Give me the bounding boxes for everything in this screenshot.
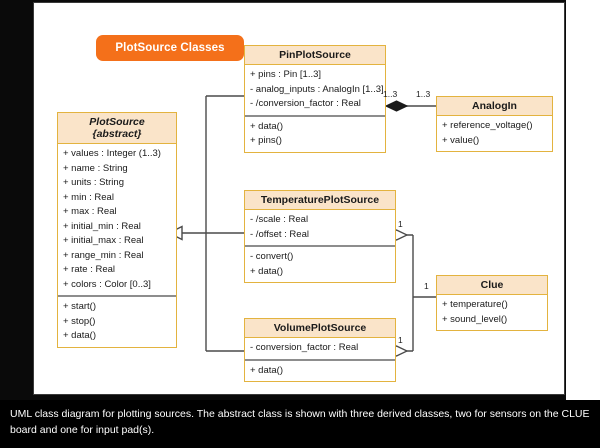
composition-diamond <box>384 100 409 112</box>
attribute-item: - /scale : Real <box>250 214 309 225</box>
operations-temperatureplotsource: - convert() + data() <box>245 245 395 282</box>
attribute-item: + rate : Real <box>63 264 116 275</box>
class-name-clue: Clue <box>480 279 504 291</box>
attributes-volumeplotsource: - conversion_factor : Real <box>245 338 395 359</box>
operation-item: + data() <box>250 265 284 277</box>
class-box-analogin[interactable]: AnalogIn + reference_voltage() + value() <box>436 96 553 152</box>
multiplicity-volume-source: 1 <box>398 335 403 345</box>
class-name-pinplotsource: PinPlotSource <box>279 49 351 61</box>
operation-item: + value() <box>442 134 480 146</box>
operation-item: + sound_level() <box>442 313 508 325</box>
uml-diagram-panel: PlotSource Classes PlotSource {abstract}… <box>33 2 565 395</box>
attribute-item: - conversion_factor : Real <box>250 342 359 353</box>
operations-pinplotsource: + data() + pins() <box>245 114 385 152</box>
class-box-volumeplotsource[interactable]: VolumePlotSource - conversion_factor : R… <box>244 318 396 382</box>
attribute-item: + units : String <box>63 177 124 188</box>
operation-item: + data() <box>250 120 284 132</box>
operation-item: + reference_voltage() <box>442 120 533 131</box>
class-box-pinplotsource[interactable]: PinPlotSource + pins : Pin [1..3] - anal… <box>244 45 386 153</box>
attribute-item: + max : Real <box>63 206 117 217</box>
multiplicity-temperature-source: 1 <box>398 219 403 229</box>
attributes-temperatureplotsource: - /scale : Real - /offset : Real <box>245 210 395 245</box>
multiplicity-clue-target: 1 <box>424 281 429 291</box>
class-box-clue[interactable]: Clue + temperature() + sound_level() <box>436 275 548 331</box>
attribute-item: + min : Real <box>63 191 114 203</box>
class-header-volumeplotsource: VolumePlotSource <box>245 319 395 338</box>
attribute-item: - /offset : Real <box>250 228 309 240</box>
page-margin-right <box>566 0 600 400</box>
attribute-item: + name : String <box>63 162 128 174</box>
class-header-temperatureplotsource: TemperaturePlotSource <box>245 191 395 210</box>
class-header-clue: Clue <box>437 276 547 295</box>
class-name-volumeplotsource: VolumePlotSource <box>273 322 367 334</box>
class-name-temperatureplotsource: TemperaturePlotSource <box>260 194 380 206</box>
class-header-pinplotsource: PinPlotSource <box>245 46 385 65</box>
operation-item: + start() <box>63 301 96 312</box>
operation-item: + pins() <box>250 135 282 146</box>
operation-item: - convert() <box>250 251 294 262</box>
class-header-plotsource: PlotSource {abstract} <box>58 113 176 144</box>
attribute-item: + pins : Pin [1..3] <box>250 69 322 80</box>
multiplicity-pin-target: 1..3 <box>416 89 431 99</box>
class-name-analogin: AnalogIn <box>472 100 517 112</box>
diagram-title-badge: PlotSource Classes <box>96 35 244 61</box>
figure-caption-text: UML class diagram for plotting sources. … <box>10 408 590 436</box>
multiplicity-pin-source: 1..3 <box>383 89 398 99</box>
operation-item: + stop() <box>63 315 96 327</box>
attribute-item: + initial_min : Real <box>63 220 141 232</box>
attributes-plotsource: + values : Integer (1..3) + name : Strin… <box>58 144 176 295</box>
attribute-item: - /conversion_factor : Real <box>250 98 361 109</box>
operations-volumeplotsource: + data() <box>245 358 395 382</box>
attribute-item: + values : Integer (1..3) <box>63 148 161 159</box>
operations-plotsource: + start() + stop() + data() <box>58 295 176 347</box>
class-header-analogin: AnalogIn <box>437 97 552 116</box>
operation-item: + data() <box>63 330 97 341</box>
operations-clue: + temperature() + sound_level() <box>437 295 547 330</box>
attribute-item: + colors : Color [0..3] <box>63 278 151 290</box>
diagram-title-label: PlotSource Classes <box>115 42 225 54</box>
attribute-item: + initial_max : Real <box>63 235 144 246</box>
operation-item: + temperature() <box>442 299 508 310</box>
class-stereotype-plotsource: {abstract} <box>92 128 142 140</box>
attribute-item: + range_min : Real <box>63 249 144 261</box>
class-box-plotsource[interactable]: PlotSource {abstract} + values : Integer… <box>57 112 177 348</box>
operations-analogin: + reference_voltage() + value() <box>437 116 552 151</box>
attributes-pinplotsource: + pins : Pin [1..3] - analog_inputs : An… <box>245 65 385 115</box>
class-box-temperatureplotsource[interactable]: TemperaturePlotSource - /scale : Real - … <box>244 190 396 283</box>
attribute-item: - analog_inputs : AnalogIn [1..3] <box>250 83 384 95</box>
class-name-plotsource: PlotSource <box>89 116 145 128</box>
operation-item: + data() <box>250 364 284 376</box>
figure-caption: UML class diagram for plotting sources. … <box>0 400 600 448</box>
